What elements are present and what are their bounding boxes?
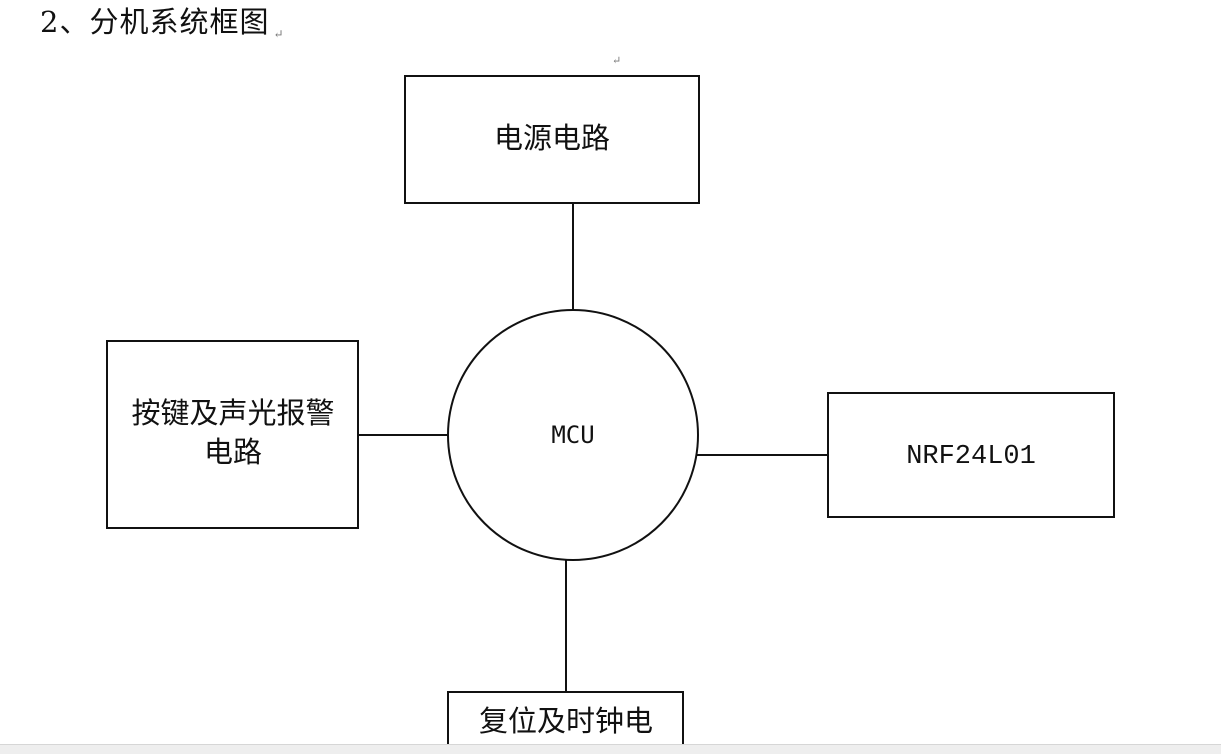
node-reset-clock-circuit: 复位及时钟电	[447, 691, 684, 753]
section-heading-text: 2、分机系统框图	[40, 5, 270, 39]
node-power-circuit: 电源电路	[404, 75, 700, 204]
node-label: 按键及声光报警	[131, 396, 334, 430]
section-heading: 2、分机系统框图↵	[40, 4, 285, 52]
node-label: 电源电路	[494, 121, 610, 155]
mcu-circle	[447, 309, 699, 561]
node-keys-alarm-circuit: 按键及声光报警 电路	[106, 340, 359, 529]
paragraph-mark-icon: ↵	[612, 54, 622, 67]
node-radio-module: NRF24L01	[827, 392, 1115, 518]
node-box	[404, 75, 700, 204]
node-box	[106, 340, 359, 529]
node-label: 电路	[204, 435, 262, 469]
status-bar	[0, 744, 1221, 754]
node-label: MCU	[551, 421, 594, 449]
node-mcu: MCU	[447, 309, 699, 561]
node-box	[827, 392, 1115, 518]
node-label: NRF24L01	[906, 442, 1036, 472]
paragraph-mark-icon: ↵	[273, 27, 285, 41]
node-box	[447, 691, 684, 753]
node-label: 复位及时钟电	[479, 704, 653, 738]
